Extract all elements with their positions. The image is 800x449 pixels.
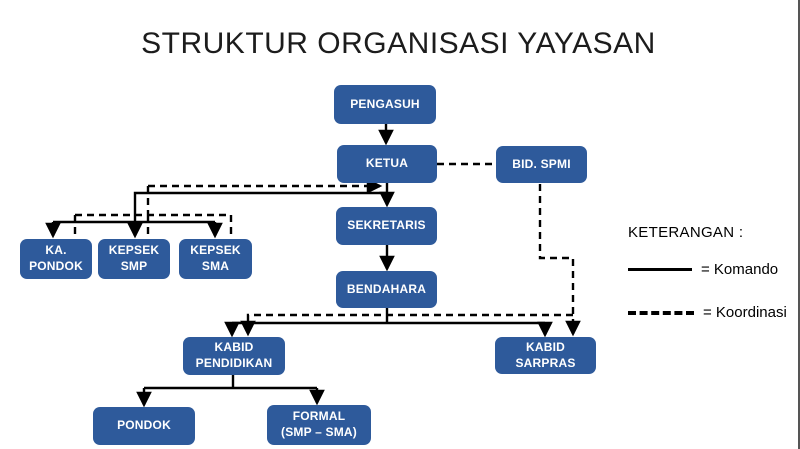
- legend-item-koordinasi: = Koordinasi: [628, 304, 787, 321]
- node-bendahara: BENDAHARA: [336, 271, 437, 308]
- node-bid-spmi: BID. SPMI: [496, 146, 587, 183]
- page-title: STRUKTUR ORGANISASI YAYASAN: [141, 27, 656, 60]
- komando-lines: [45, 124, 553, 408]
- node-ketua: KETUA: [337, 145, 437, 183]
- legend-item-label: = Komando: [701, 261, 779, 278]
- node-pondok: PONDOK: [93, 407, 195, 445]
- dashed-line-sample: [628, 310, 694, 315]
- node-kepsek-smp: KEPSEK SMP: [98, 239, 170, 279]
- slide-right-border: [798, 0, 800, 449]
- solid-line-sample: [628, 268, 692, 271]
- node-pengasuh: PENGASUH: [334, 85, 436, 124]
- legend: KETERANGAN : = Komando = Koordinasi: [628, 224, 787, 347]
- node-ka-pondok: KA. PONDOK: [20, 239, 92, 279]
- koordinasi-lines: [73, 162, 581, 337]
- node-kabid-pendidikan: KABID PENDIDIKAN: [183, 337, 285, 375]
- legend-item-komando: = Komando: [628, 261, 787, 278]
- node-formal: FORMAL (SMP – SMA): [267, 405, 371, 445]
- legend-item-label: = Koordinasi: [703, 304, 787, 321]
- node-kepsek-sma: KEPSEK SMA: [179, 239, 252, 279]
- node-kabid-sarpras: KABID SARPRAS: [495, 337, 596, 374]
- node-sekretaris: SEKRETARIS: [336, 207, 437, 245]
- legend-heading: KETERANGAN :: [628, 224, 744, 241]
